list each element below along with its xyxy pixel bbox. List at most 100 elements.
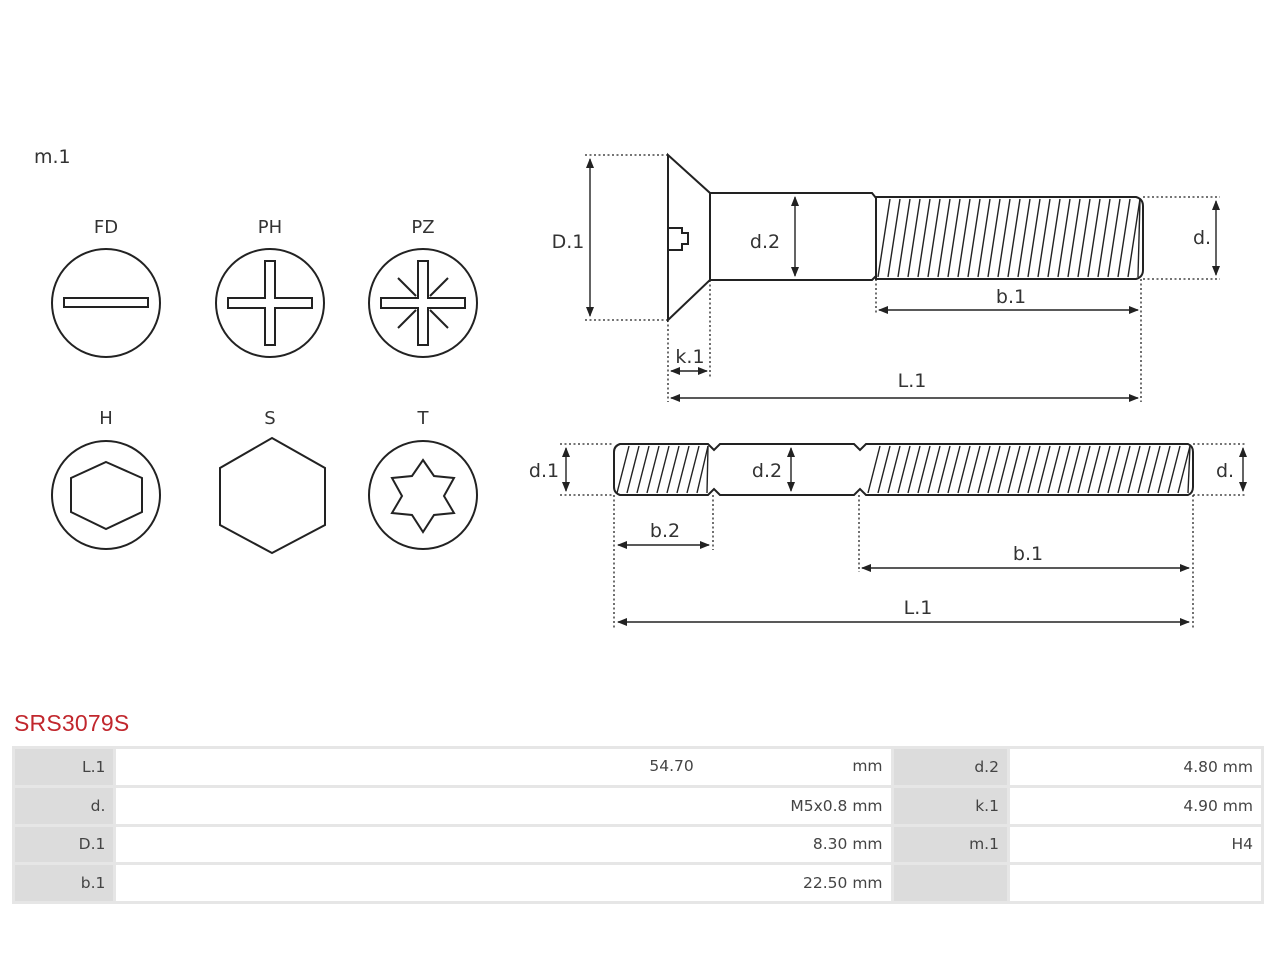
thread-line bbox=[967, 198, 981, 278]
thread-line bbox=[676, 445, 690, 494]
thread-line bbox=[1037, 445, 1051, 494]
thread-line bbox=[1037, 198, 1051, 278]
spec-value-unit: mm bbox=[852, 757, 883, 776]
spec-value: 22.50 mm bbox=[116, 865, 891, 901]
thread-line bbox=[636, 445, 650, 494]
thread-line bbox=[1067, 198, 1081, 278]
drive-label-pz: PZ bbox=[411, 217, 434, 238]
spec-key bbox=[893, 865, 1007, 901]
thread-line bbox=[1117, 445, 1131, 494]
table-row: D.1 8.30 mm m.1 H4 bbox=[15, 826, 1261, 863]
thread-line bbox=[1057, 445, 1071, 494]
thread-line bbox=[957, 198, 971, 278]
thread-line bbox=[1027, 445, 1041, 494]
thread-line bbox=[917, 198, 931, 278]
thread-line bbox=[1157, 445, 1171, 494]
thread-line bbox=[706, 445, 709, 494]
thread-line bbox=[1097, 198, 1111, 278]
spec-key: d.2 bbox=[893, 749, 1007, 785]
thread-line bbox=[1007, 198, 1021, 278]
thread-line bbox=[1097, 445, 1111, 494]
stud-label-L1: L.1 bbox=[904, 597, 933, 619]
thread-line bbox=[887, 445, 901, 494]
spec-value: 4.80 mm bbox=[1009, 749, 1261, 785]
spec-value: 4.90 mm bbox=[1009, 787, 1261, 824]
screw-drawing bbox=[585, 152, 1220, 402]
thread-line bbox=[977, 445, 991, 494]
phillips-drive-icon bbox=[215, 248, 325, 358]
screw-label-d2: d.2 bbox=[750, 231, 780, 253]
stud-label-d2: d.2 bbox=[752, 460, 782, 482]
thread-line bbox=[867, 445, 881, 494]
torx-drive-icon bbox=[368, 440, 478, 550]
thread-line bbox=[1107, 445, 1121, 494]
thread-line bbox=[1177, 445, 1191, 494]
thread-line bbox=[1167, 445, 1181, 494]
hex-socket-drive-icon bbox=[51, 440, 161, 550]
thread-line bbox=[1127, 198, 1141, 278]
thread-line bbox=[957, 445, 971, 494]
thread-line bbox=[947, 198, 961, 278]
hex-head-drive-icon bbox=[219, 436, 326, 555]
spec-value bbox=[1009, 865, 1261, 901]
thread-line bbox=[1047, 198, 1061, 278]
drive-label-fd: FD bbox=[94, 217, 118, 238]
thread-line bbox=[1057, 198, 1071, 278]
spec-key: b.1 bbox=[15, 865, 114, 901]
thread-line bbox=[997, 445, 1011, 494]
thread-line bbox=[616, 445, 630, 494]
drive-types-label: m.1 bbox=[34, 146, 71, 168]
spec-key: D.1 bbox=[15, 826, 114, 863]
thread-line bbox=[937, 445, 951, 494]
part-number: SRS3079S bbox=[14, 710, 130, 736]
thread-line bbox=[626, 445, 640, 494]
screw-label-D1: D.1 bbox=[552, 231, 585, 253]
drive-label-ph: PH bbox=[258, 217, 282, 238]
screw-label-L1: L.1 bbox=[898, 370, 927, 392]
spec-key: L.1 bbox=[15, 749, 114, 785]
screw-label-k1: k.1 bbox=[675, 346, 704, 368]
thread-line bbox=[1137, 445, 1151, 494]
technical-diagram: m.1 FD PH PZ H S T bbox=[34, 146, 1247, 628]
thread-line bbox=[1077, 198, 1091, 278]
thread-line bbox=[696, 445, 709, 494]
stud-label-b2: b.2 bbox=[650, 520, 680, 542]
thread-line bbox=[877, 445, 891, 494]
thread-line bbox=[656, 445, 670, 494]
drive-label-t: T bbox=[417, 408, 430, 429]
thread-line bbox=[907, 198, 921, 278]
thread-line bbox=[1087, 198, 1101, 278]
spec-key: k.1 bbox=[893, 787, 1007, 824]
thread-line bbox=[987, 445, 1001, 494]
thread-line bbox=[646, 445, 660, 494]
screw-label-d: d. bbox=[1193, 227, 1211, 249]
thread-line bbox=[1077, 445, 1091, 494]
thread-line bbox=[937, 198, 951, 278]
thread-line bbox=[1027, 198, 1041, 278]
thread-line bbox=[1007, 445, 1021, 494]
thread-line bbox=[686, 445, 700, 494]
thread-line bbox=[897, 198, 911, 278]
drive-label-s: S bbox=[264, 408, 275, 429]
thread-line bbox=[1117, 198, 1131, 278]
spec-value: 8.30 mm bbox=[116, 826, 891, 863]
screw-label-b1: b.1 bbox=[996, 286, 1026, 308]
thread-line bbox=[666, 445, 680, 494]
stud-label-b1: b.1 bbox=[1013, 543, 1043, 565]
thread-line bbox=[1147, 445, 1161, 494]
thread-line bbox=[907, 445, 921, 494]
thread-line bbox=[1087, 445, 1101, 494]
table-row: d. M5x0.8 mm k.1 4.90 mm bbox=[15, 787, 1261, 824]
thread-line bbox=[1017, 198, 1031, 278]
thread-line bbox=[1137, 198, 1141, 278]
thread-line bbox=[1187, 445, 1191, 494]
drive-label-h: H bbox=[99, 408, 113, 429]
pozidriv-drive-icon bbox=[368, 248, 478, 358]
thread-line bbox=[1107, 198, 1121, 278]
thread-line bbox=[987, 198, 1001, 278]
spec-key: d. bbox=[15, 787, 114, 824]
flat-slot-drive-icon bbox=[51, 248, 161, 358]
